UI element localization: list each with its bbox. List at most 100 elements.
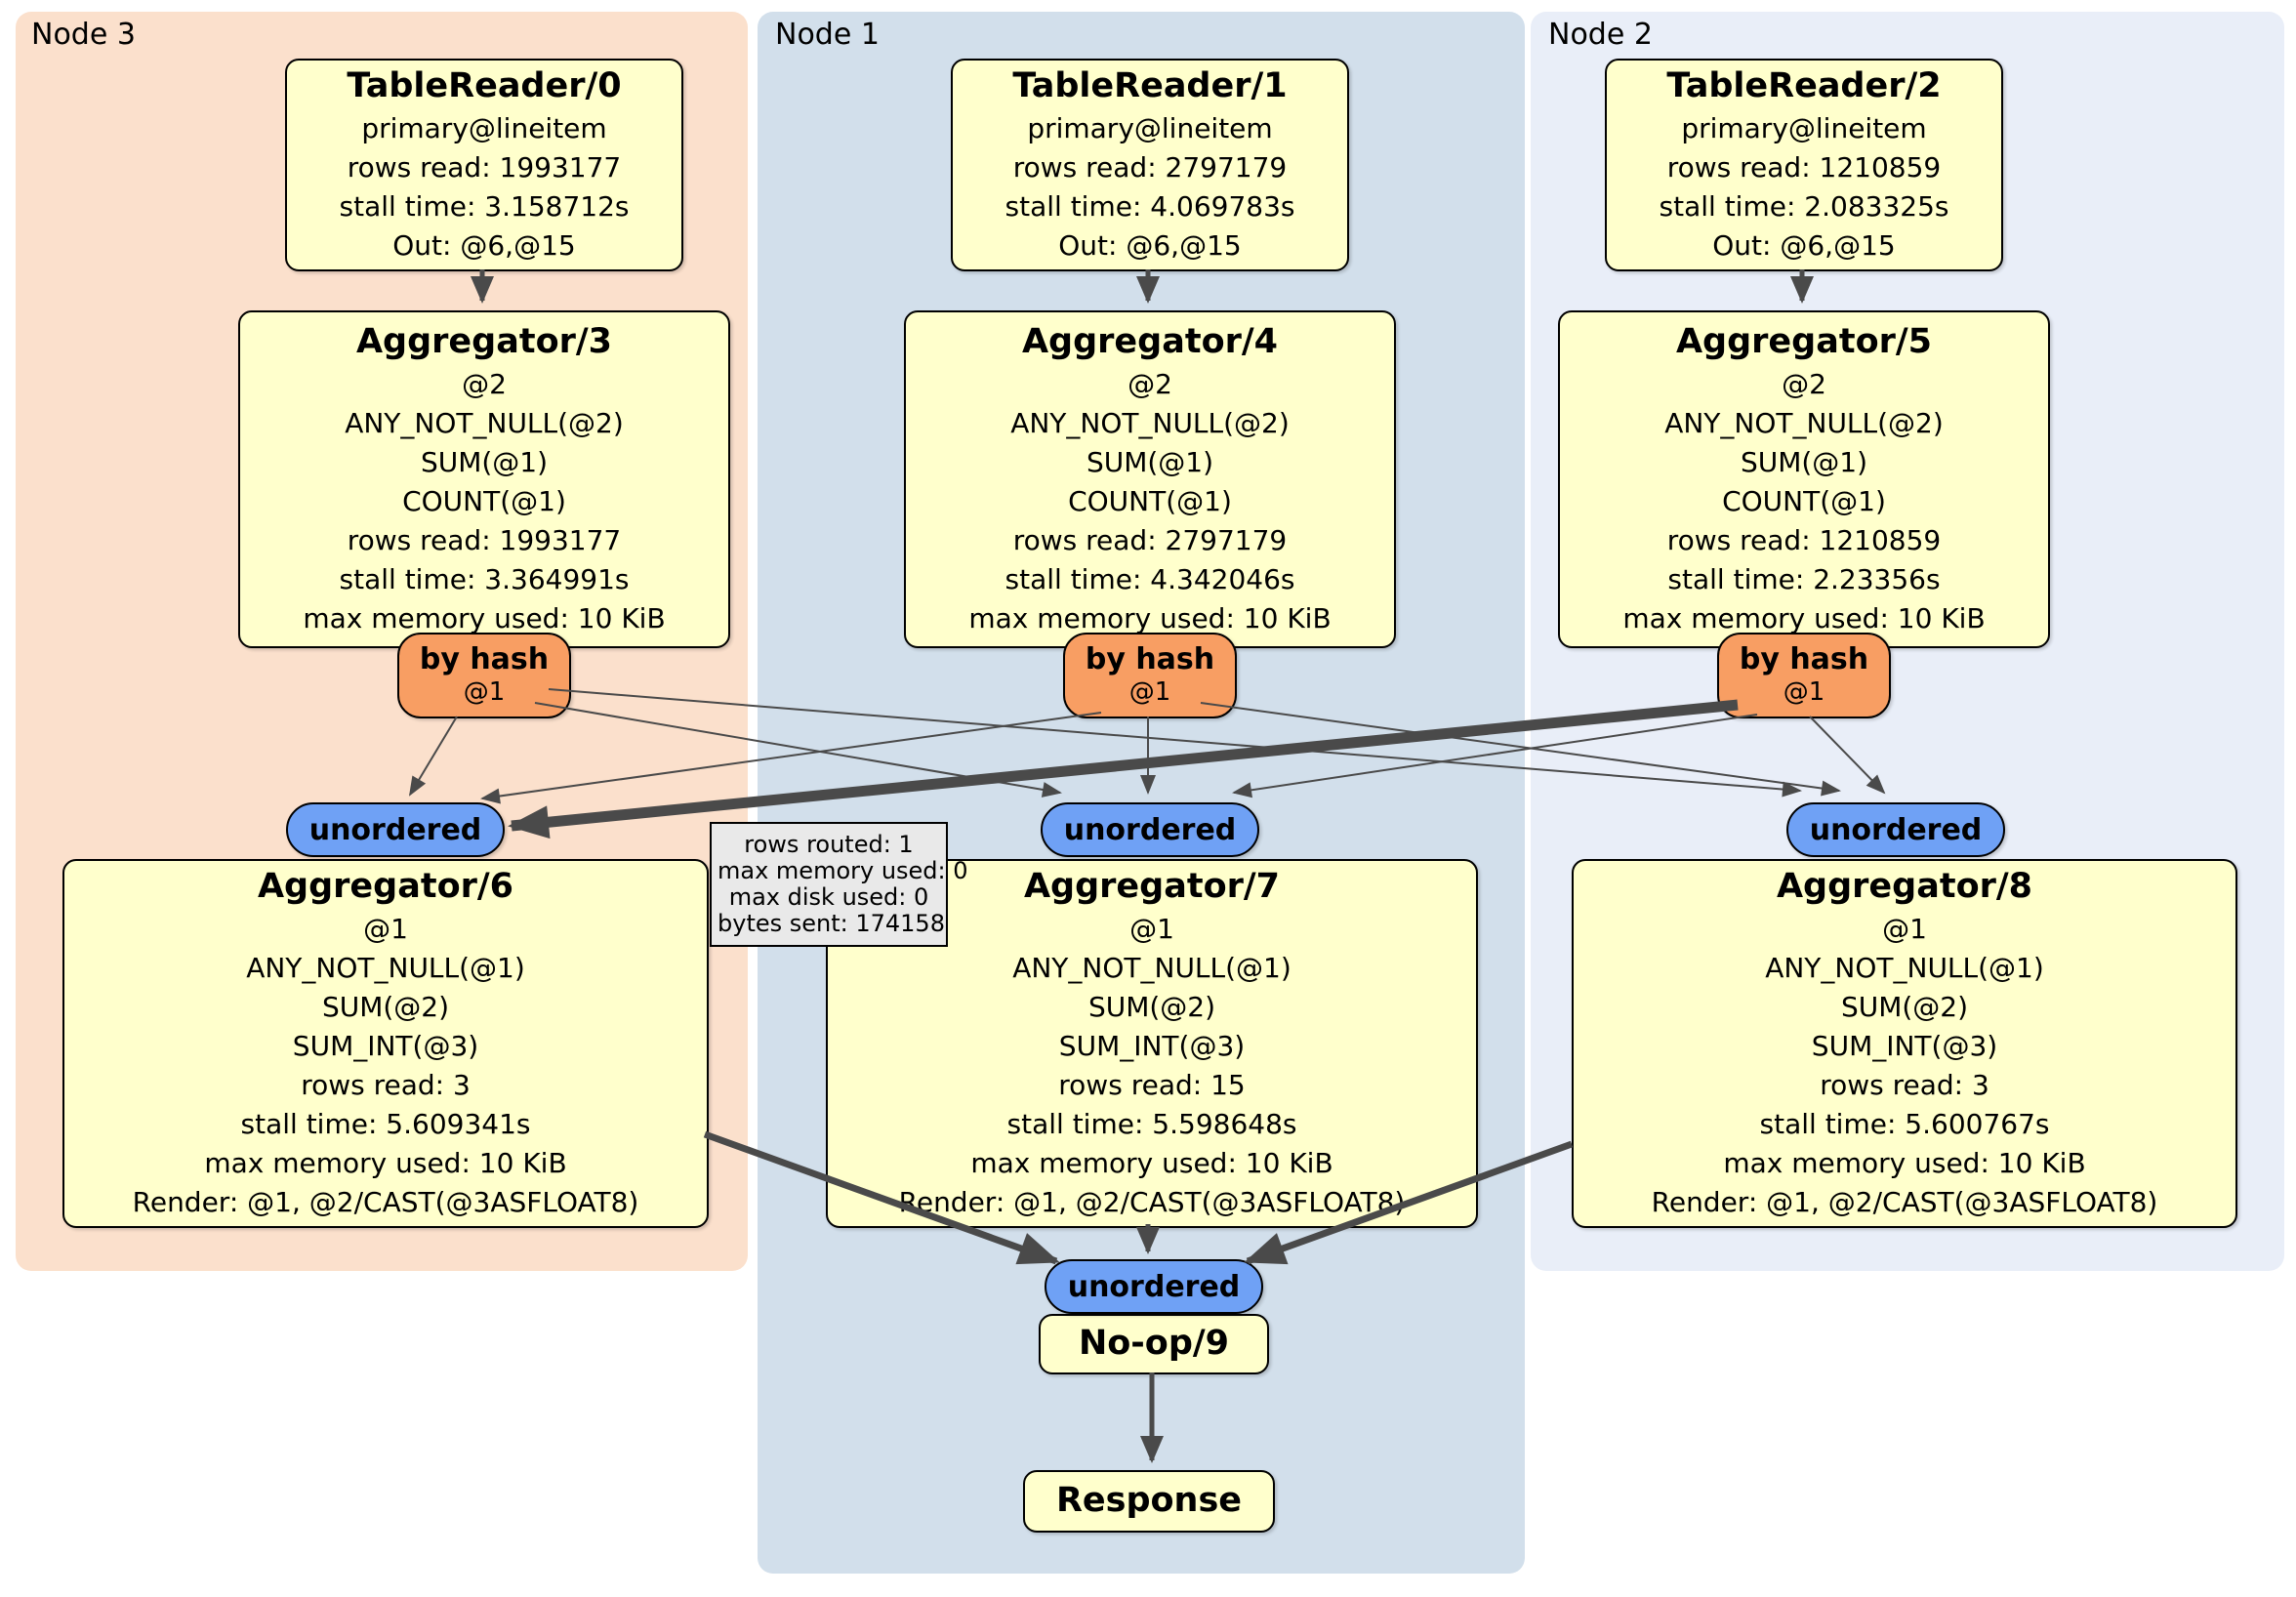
- router-label: by hash: [419, 642, 550, 677]
- detail-line: SUM_INT(@3): [1058, 1029, 1246, 1062]
- processor-title: TableReader/2: [1666, 66, 1942, 106]
- router-label: by hash: [1739, 642, 1869, 677]
- detail-line: @2: [1782, 367, 1826, 400]
- sync-unordered-node2[interactable]: unordered: [1786, 802, 2005, 857]
- detail-line: @1: [1129, 912, 1174, 945]
- detail-line: primary@lineitem: [361, 111, 607, 144]
- detail-line: primary@lineitem: [1681, 111, 1927, 144]
- processor-title: Aggregator/8: [1776, 867, 2033, 907]
- processor-details: primary@lineitem rows read: 1993177 stall …: [340, 109, 630, 266]
- processor-title: No-op/9: [1078, 1324, 1230, 1364]
- processor-tablereader-2[interactable]: TableReader/2 primary@lineitem rows read:…: [1605, 59, 2003, 271]
- sync-unordered-final[interactable]: unordered: [1045, 1259, 1263, 1314]
- detail-line: max memory used: 10 KiB: [204, 1146, 567, 1179]
- detail-line: rows read: 1210859: [1666, 523, 1942, 556]
- detail-line: max memory used: 10 KiB: [1622, 601, 1986, 635]
- panel-label-node-1: Node 1: [775, 18, 880, 52]
- detail-line: stall time: 5.598648s: [1006, 1107, 1297, 1140]
- detail-line: stall time: 2.083325s: [1659, 189, 1949, 223]
- detail-line: stall time: 3.158712s: [339, 189, 630, 223]
- detail-line: @2: [462, 367, 507, 400]
- detail-line: ANY_NOT_NULL(@1): [1765, 951, 2044, 984]
- detail-line: ANY_NOT_NULL(@2): [345, 406, 624, 439]
- detail-line: Render: @1, @2/CAST(@3ASFLOAT8): [898, 1185, 1406, 1218]
- detail-line: stall time: 5.609341s: [240, 1107, 531, 1140]
- processor-title: Aggregator/5: [1675, 322, 1933, 362]
- detail-line: SUM_INT(@3): [292, 1029, 479, 1062]
- router-by-hash-node2[interactable]: by hash @1: [1717, 633, 1891, 718]
- detail-line: ANY_NOT_NULL(@1): [1012, 951, 1292, 984]
- detail-line: SUM_INT(@3): [1811, 1029, 1998, 1062]
- detail-line: rows read: 2797179: [1012, 150, 1288, 184]
- sync-label: unordered: [1063, 812, 1237, 847]
- detail-line: bytes sent: 174158: [718, 910, 945, 937]
- panel-label-node-3: Node 3: [31, 18, 136, 52]
- processor-details: primary@lineitem rows read: 1210859 stall …: [1660, 109, 1949, 266]
- router-by-hash-node3[interactable]: by hash @1: [397, 633, 571, 718]
- processor-title: TableReader/1: [1012, 66, 1288, 106]
- detail-line: ANY_NOT_NULL(@2): [1664, 406, 1944, 439]
- detail-line: rows read: 1993177: [347, 523, 622, 556]
- processor-tablereader-0[interactable]: TableReader/0 primary@lineitem rows read:…: [285, 59, 683, 271]
- processor-title: Aggregator/6: [257, 867, 514, 907]
- detail-line: max memory used: 10 KiB: [303, 601, 666, 635]
- detail-line: rows read: 1993177: [347, 150, 622, 184]
- detail-line: COUNT(@1): [1068, 484, 1232, 517]
- detail-line: Out: @6,@15: [1712, 228, 1896, 262]
- detail-line: stall time: 2.23356s: [1667, 562, 1941, 595]
- detail-line: stall time: 4.069783s: [1004, 189, 1295, 223]
- processor-title: Aggregator/3: [355, 322, 613, 362]
- sync-unordered-node1[interactable]: unordered: [1041, 802, 1259, 857]
- sync-unordered-node3[interactable]: unordered: [286, 802, 505, 857]
- detail-line: stall time: 3.364991s: [339, 562, 630, 595]
- detail-line: rows routed: 1: [744, 831, 914, 858]
- detail-line: rows read: 2797179: [1012, 523, 1288, 556]
- detail-line: rows read: 3: [1820, 1068, 1989, 1101]
- panel-label-node-2: Node 2: [1548, 18, 1653, 52]
- sync-label: unordered: [308, 812, 482, 847]
- detail-line: Render: @1, @2/CAST(@3ASFLOAT8): [1651, 1185, 2158, 1218]
- detail-line: Render: @1, @2/CAST(@3ASFLOAT8): [132, 1185, 639, 1218]
- detail-line: SUM(@1): [1740, 445, 1868, 478]
- router-detail: @1: [1783, 676, 1825, 707]
- detail-line: ANY_NOT_NULL(@2): [1010, 406, 1290, 439]
- detail-line: max memory used: 10 KiB: [970, 1146, 1333, 1179]
- detail-line: stall time: 4.342046s: [1004, 562, 1295, 595]
- response-box[interactable]: Response: [1023, 1470, 1275, 1533]
- detail-line: rows read: 3: [301, 1068, 471, 1101]
- detail-line: @1: [363, 912, 408, 945]
- processor-title: Aggregator/4: [1021, 322, 1279, 362]
- detail-line: SUM(@1): [1086, 445, 1214, 478]
- detail-line: stall time: 5.600767s: [1759, 1107, 2050, 1140]
- detail-line: Out: @6,@15: [1058, 228, 1242, 262]
- detail-line: COUNT(@1): [402, 484, 566, 517]
- detail-line: rows read: 1210859: [1666, 150, 1942, 184]
- processor-noop-9[interactable]: No-op/9: [1039, 1314, 1269, 1374]
- router-by-hash-node1[interactable]: by hash @1: [1063, 633, 1237, 718]
- detail-line: SUM(@2): [321, 990, 450, 1023]
- sync-label: unordered: [1067, 1269, 1241, 1304]
- processor-title: Response: [1055, 1481, 1243, 1521]
- detail-line: rows read: 15: [1058, 1068, 1246, 1101]
- processor-title: TableReader/0: [347, 66, 622, 106]
- detail-line: SUM(@2): [1087, 990, 1216, 1023]
- detail-line: @1: [1882, 912, 1927, 945]
- detail-line: Out: @6,@15: [392, 228, 576, 262]
- detail-line: COUNT(@1): [1722, 484, 1886, 517]
- detail-line: SUM(@2): [1840, 990, 1969, 1023]
